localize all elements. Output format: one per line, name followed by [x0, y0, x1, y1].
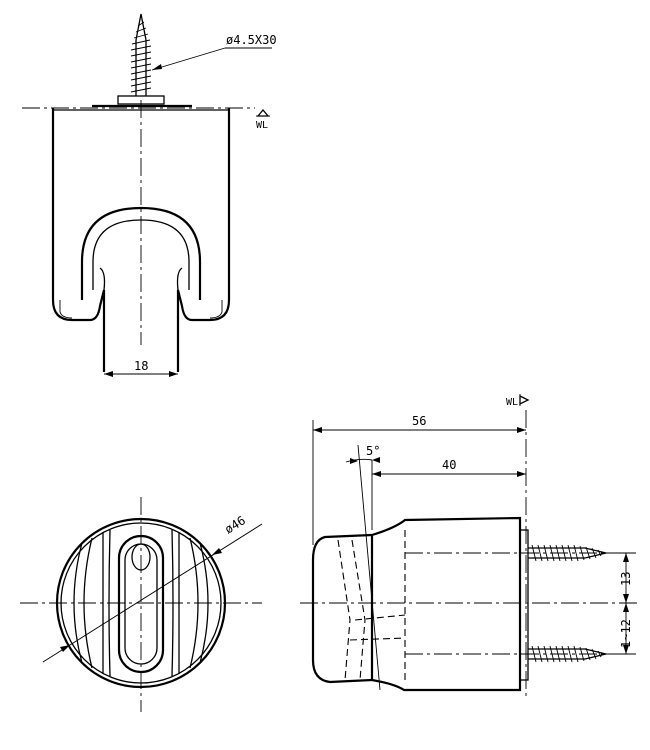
dim-1-12-label: 1~12: [619, 619, 633, 648]
wl-label-side: WL: [506, 397, 518, 408]
wl-marker-top-icon: [256, 108, 270, 117]
hook-arch-outer: [80, 206, 202, 300]
dim-5deg-label: 5°: [366, 444, 380, 458]
dim-18-label: 18: [134, 359, 148, 373]
wood-screw-top: [92, 13, 192, 108]
screw-spec-label: ø4.5X30: [226, 33, 277, 47]
base-plate: [519, 529, 529, 681]
holder-body-left: [51, 108, 106, 372]
small-oval: [131, 543, 151, 571]
mounting-base: [370, 516, 522, 692]
holder-part: [311, 533, 373, 684]
central-slot: [117, 534, 165, 674]
dim-13-label: 13: [619, 572, 633, 586]
screw-leader: [151, 47, 226, 71]
wl-marker-side-icon: [519, 394, 530, 406]
dim-56-label: 56: [412, 414, 426, 428]
angle-line: [357, 444, 381, 691]
wood-screw-upper: [528, 544, 607, 562]
wl-label-top: WL: [256, 120, 268, 131]
bottom-view: ø46: [20, 497, 263, 712]
dim-phi46-label: ø46: [222, 513, 248, 536]
hook-arch-inner: [92, 219, 190, 290]
holder-body-right: [176, 108, 231, 372]
outer-circle: [55, 517, 227, 689]
front-view: ø4.5X30 WL 18: [22, 13, 277, 377]
side-view: WL 56 40 5°: [300, 394, 640, 700]
dim-40-label: 40: [442, 458, 456, 472]
dim-phi46-line: [42, 523, 263, 663]
